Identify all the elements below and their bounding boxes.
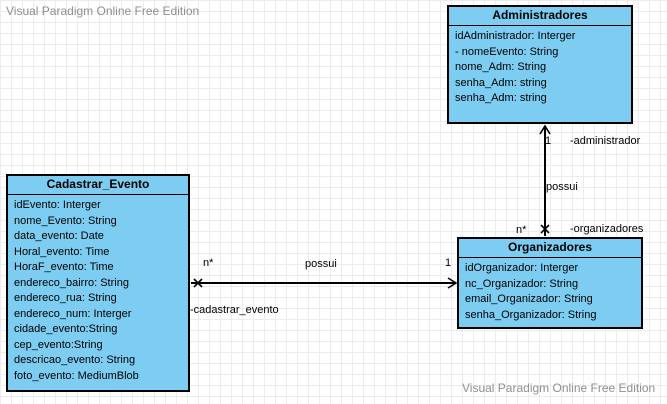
class-administradores-attributes: idAdministrador: Interger - nomeEvento: S… [449, 26, 631, 107]
org-navigability-arrowhead [447, 277, 458, 289]
org-top-non-navigable-x [540, 224, 550, 234]
class-attribute: data_evento: Date [14, 230, 104, 242]
class-cadastrar-evento-attributes: idEvento: Interger nome_Evento: String dat… [8, 195, 188, 384]
class-attribute: foto_evento: MediumBlob [14, 369, 139, 382]
org-multiplicity-label-top: n* [516, 224, 527, 236]
class-attribute: cep_evento:String [14, 338, 103, 351]
class-attribute: Horal_evento: Time [14, 245, 110, 258]
class-cadastrar-evento[interactable]: Cadastrar_Evento idEvento: Interger nome_… [6, 174, 190, 392]
admin-multiplicity-label: 1 [545, 135, 552, 147]
class-attribute: endereco_num: Interger [14, 307, 132, 320]
class-attribute: senha_Adm: string [455, 76, 547, 89]
class-attribute: nome_Adm: String [455, 61, 547, 73]
admin-org-association-name: possui [546, 181, 578, 193]
org-multiplicity-label-left: 1 [445, 257, 452, 269]
class-attribute: cidade_evento:String [14, 323, 118, 335]
watermark-top: Visual Paradigm Online Free Edition [6, 4, 200, 18]
class-attribute: descricao_evento: String [14, 354, 136, 366]
evento-multiplicity-label: n* [203, 257, 214, 269]
admin-navigability-arrowhead [539, 124, 551, 135]
class-attribute: senha_Organizador: String [465, 308, 597, 321]
class-organizadores-title: Organizadores [459, 239, 641, 258]
class-administradores-title: Administradores [449, 7, 631, 26]
class-administradores[interactable]: Administradores idAdministrador: Interge… [447, 5, 633, 124]
watermark-bottom: Visual Paradigm Online Free Edition [462, 381, 656, 395]
class-attribute: nc_Organizador: String [465, 277, 579, 290]
class-attribute: HoraF_evento: Time [14, 261, 114, 273]
admin-role-label: -administrador [570, 135, 641, 147]
evento-role-label: -cadastrar_evento [190, 304, 279, 316]
class-cadastrar-evento-title: Cadastrar_Evento [8, 176, 188, 195]
class-attribute: nome_Evento: String [14, 214, 117, 227]
class-organizadores[interactable]: Organizadores idOrganizador: Interger nc_… [457, 237, 643, 329]
class-attribute: idOrganizador: Interger [465, 262, 579, 274]
class-attribute: endereco_bairro: String [14, 276, 129, 289]
class-organizadores-attributes: idOrganizador: Interger nc_Organizador: S… [459, 258, 641, 323]
class-attribute: email_Organizador: String [465, 293, 593, 305]
org-role-label: -organizadores [570, 223, 644, 235]
evento-non-navigable-x [193, 278, 203, 288]
class-attribute: idAdministrador: Interger [455, 30, 576, 42]
class-attribute: senha_Adm: string [455, 92, 547, 104]
evento-org-association-name: possui [305, 258, 337, 270]
class-attribute: endereco_rua: String [14, 292, 117, 304]
class-attribute: - nomeEvento: String [455, 45, 559, 58]
class-attribute: idEvento: Interger [14, 199, 101, 211]
